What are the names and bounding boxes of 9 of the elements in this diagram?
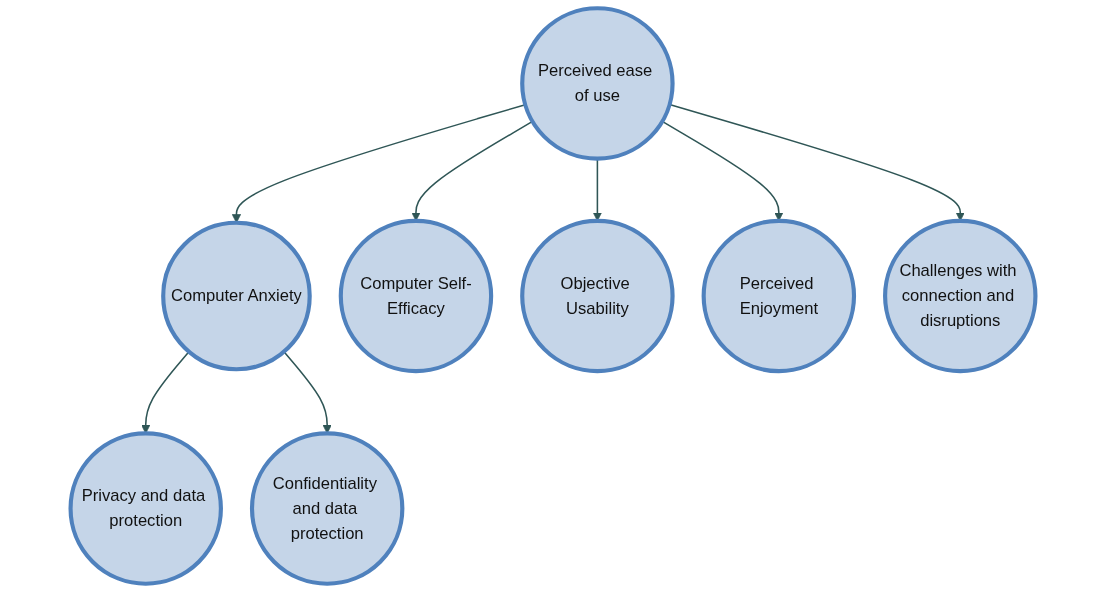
node-circle: Computer Anxiety — [161, 220, 312, 372]
node-circle: Challenges with connection and disruptions — [883, 218, 1038, 374]
node-circle: Perceived ease of use — [520, 6, 675, 161]
node-circle: Perceived Enjoyment — [701, 218, 857, 374]
node-circle: Objective Usability — [520, 218, 675, 374]
node-circle: Privacy and data protection — [68, 431, 223, 586]
node-circle: Confidentiality and data protection — [249, 431, 405, 586]
node-circle: Computer Self-Efficacy — [338, 218, 494, 374]
arrow — [661, 120, 784, 222]
